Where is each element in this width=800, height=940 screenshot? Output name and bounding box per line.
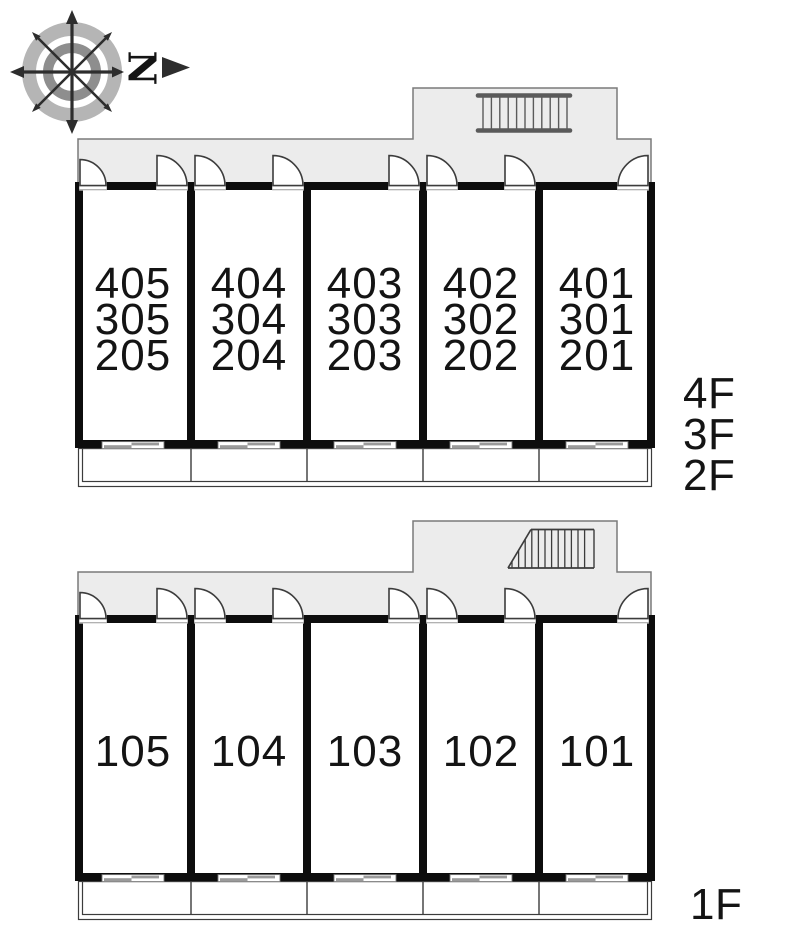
unit-block-outline <box>75 182 655 448</box>
door-swing-icon <box>504 154 536 187</box>
windows <box>101 874 629 883</box>
door-swing-icon <box>194 587 226 620</box>
compass-arrowhead-icon <box>112 66 124 78</box>
unit-number: 205 <box>95 331 171 380</box>
door-swing-icon <box>79 591 107 620</box>
door-swing-icon <box>272 154 304 187</box>
unit-number: 101 <box>559 727 635 776</box>
unit-number: 401 <box>559 259 635 308</box>
unit-room: 105 <box>95 727 171 776</box>
compass-arrowhead-icon <box>103 103 112 112</box>
unit-number: 103 <box>327 727 403 776</box>
unit-number: 301 <box>559 295 635 344</box>
door-swing-icon <box>617 154 649 187</box>
unit-room: 104 <box>211 727 287 776</box>
north-label: N <box>120 51 165 86</box>
unit-number: 202 <box>443 331 519 380</box>
unit-number: 104 <box>211 727 287 776</box>
floor-label-1f: 1F <box>690 880 742 929</box>
floor-label-3f: 3F <box>683 410 735 459</box>
unit-numbers: 105 104 103 102 101 <box>95 727 635 776</box>
door-swing-icon <box>426 587 458 620</box>
unit-number: 302 <box>443 295 519 344</box>
windows <box>101 441 629 450</box>
floor-label-2f: 2F <box>683 451 735 500</box>
compass-arrowhead-icon <box>66 120 78 134</box>
unit-number: 203 <box>327 331 403 380</box>
balcony <box>77 880 653 921</box>
unit-number: 201 <box>559 331 635 380</box>
door-swing-icon <box>504 587 536 620</box>
compass-arrowhead-icon <box>103 32 112 41</box>
door-swing-icon <box>388 587 420 620</box>
unit-block-outline <box>75 615 655 881</box>
balcony <box>77 447 653 488</box>
unit-room: 102 <box>443 727 519 776</box>
door-swing-icon <box>426 154 458 187</box>
unit-number: 402 <box>443 259 519 308</box>
compass-rose: N <box>10 10 190 134</box>
door-swing-icon <box>388 154 420 187</box>
compass-arrowhead-icon <box>10 66 24 78</box>
floor-label-4f: 4F <box>683 369 735 418</box>
unit-numbers: 4053052054043042044033032034023022024013… <box>95 259 635 380</box>
unit-number: 304 <box>211 295 287 344</box>
unit-number: 102 <box>443 727 519 776</box>
floor-labels: 4F 3F 2F 1F <box>683 369 742 929</box>
door-swing-icon <box>194 154 226 187</box>
compass-spoke-icon <box>71 71 107 107</box>
unit-number: 403 <box>327 259 403 308</box>
unit-number: 404 <box>211 259 287 308</box>
unit-number: 105 <box>95 727 171 776</box>
door-swing-icon <box>156 154 188 187</box>
door-swing-icon <box>272 587 304 620</box>
first-floor-plan: 105 104 103 102 101 <box>75 520 655 921</box>
entry-doors <box>79 587 649 624</box>
unit-number: 303 <box>327 295 403 344</box>
unit-room: 103 <box>327 727 403 776</box>
unit-room: 101 <box>559 727 635 776</box>
compass-arrowhead-icon <box>66 10 78 24</box>
compass-spoke-icon <box>37 37 73 73</box>
unit-number: 405 <box>95 259 171 308</box>
door-swing-icon <box>617 587 649 620</box>
staircase-symbol <box>475 93 573 133</box>
unit-number: 204 <box>211 331 287 380</box>
entry-doors <box>79 154 649 191</box>
door-swing-icon <box>156 587 188 620</box>
staircase-symbol <box>507 528 595 569</box>
upper-floors-plan: 4053052054043042044033032034023022024013… <box>75 87 655 488</box>
compass-spoke-icon <box>37 71 73 107</box>
door-swing-icon <box>79 158 107 187</box>
unit-number: 305 <box>95 295 171 344</box>
compass-spoke-icon <box>71 37 107 73</box>
north-arrow-icon <box>162 57 190 78</box>
compass-arrowhead-icon <box>32 103 41 112</box>
compass-arrowhead-icon <box>32 32 41 41</box>
compass-arrows-icon <box>10 10 124 134</box>
